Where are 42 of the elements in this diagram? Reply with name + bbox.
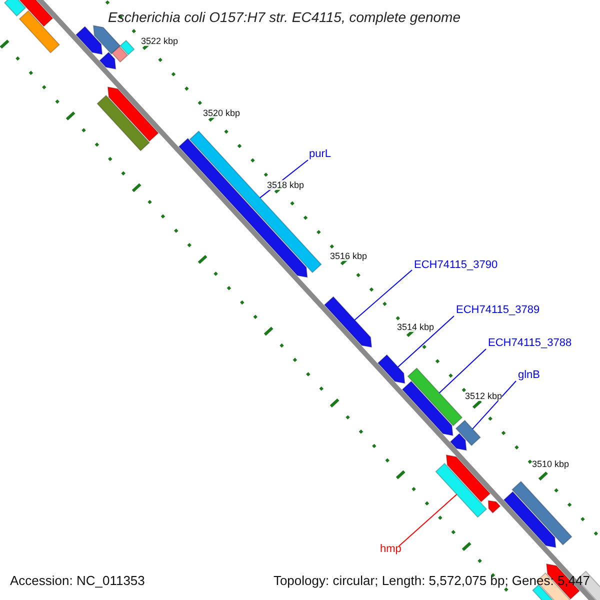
title: Escherichia coli O157:H7 str. EC4115, complete genome	[108, 9, 461, 26]
gene-bar	[18, 10, 60, 54]
scale-label: 3510 kbp	[532, 459, 570, 470]
gene-label: ECH74115_3788	[488, 337, 572, 350]
scale-label: 3518 kbp	[267, 180, 304, 190]
gene-label: ECH74115_3790	[414, 259, 498, 272]
gene-bar	[75, 26, 103, 55]
gene-bar	[178, 138, 308, 278]
leader-line	[354, 270, 412, 320]
gene-bar	[96, 94, 150, 152]
scale-label: 3514 kbp	[397, 322, 434, 332]
gene-bar	[455, 420, 482, 446]
gene-bar	[18, 0, 54, 28]
gene-bar	[503, 491, 556, 548]
scale-label: 3512 kbp	[465, 391, 502, 402]
scale-label: 3520 kbp	[203, 108, 240, 118]
gene-bar	[511, 480, 572, 546]
gene-label: purL	[309, 148, 332, 161]
leader-line	[398, 316, 454, 368]
gene-bar	[407, 367, 463, 426]
gene-bar	[446, 454, 491, 502]
accession-text: Accession: NC_011353	[10, 574, 145, 589]
leader-line	[398, 494, 458, 546]
gene-bar	[435, 462, 488, 518]
gene-label: ECH74115_3789	[456, 304, 540, 317]
gene-bar	[324, 296, 372, 348]
leader-line	[472, 380, 516, 430]
scale-label: 3522 kbp	[141, 36, 178, 46]
gene-bar	[377, 354, 406, 384]
gene-bar	[111, 46, 128, 63]
gene-label: glnB	[518, 369, 540, 382]
gene-bar	[92, 24, 121, 55]
gene-bar	[4, 0, 26, 17]
gene-bar	[450, 432, 467, 451]
scale-label: 3516 kbp	[330, 251, 368, 262]
gene-bar	[99, 52, 116, 70]
leader-line	[438, 348, 486, 394]
gene-bar	[107, 86, 159, 142]
gene-bar	[119, 40, 135, 56]
gene-label: hmp	[380, 543, 402, 556]
gene-bar	[532, 584, 554, 600]
gene-bar	[402, 380, 454, 436]
